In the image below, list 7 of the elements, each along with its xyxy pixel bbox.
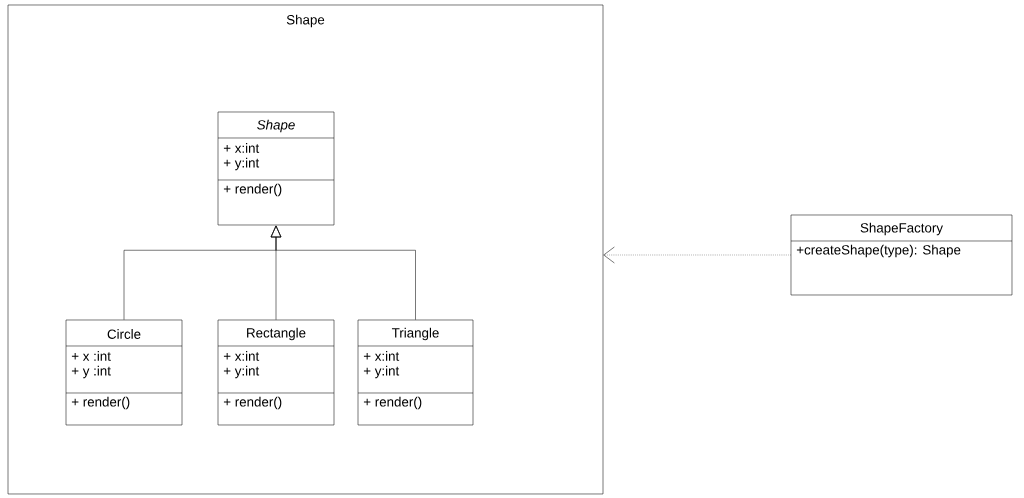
class-box: ShapeFactory +createShape(type): Shape [790,214,1013,296]
class-box: Shape + x:int + y:int + render() [217,111,335,226]
class-box: Circle + x :int + y :int + render() [65,319,183,426]
class-box: Triangle + x:int + y:int + render() [357,319,474,426]
dependency-arrow [603,246,791,264]
inheritance-arrow [270,225,416,320]
class-box: Rectangle + x:int + y:int + render() [217,319,335,426]
